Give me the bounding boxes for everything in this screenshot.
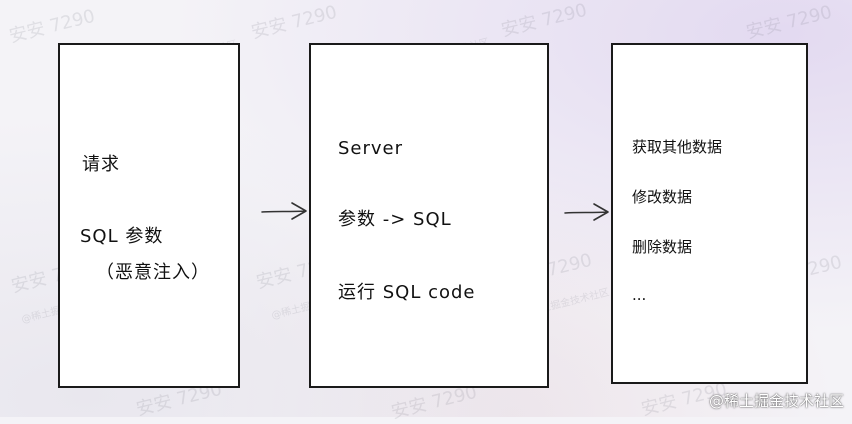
params-to-sql-label: 参数 -> SQL [338,209,452,230]
result-item: ... [632,286,647,304]
credit-watermark: @稀土掘金技术社区 [708,392,844,410]
result-item: 获取其他数据 [632,138,723,156]
server-label: Server [338,138,404,159]
arrow-server-to-result [564,203,609,221]
result-item: 修改数据 [632,188,693,206]
result-item: 删除数据 [632,238,693,256]
sql-params-label: SQL 参数 [80,226,164,247]
run-sql-code-label: 运行 SQL code [338,282,476,303]
request-box [58,43,240,388]
server-box [309,43,549,388]
result-box [611,43,808,384]
arrow-request-to-server [261,202,307,220]
malicious-injection-label: （恶意注入） [96,262,210,283]
request-label: 请求 [82,154,120,175]
